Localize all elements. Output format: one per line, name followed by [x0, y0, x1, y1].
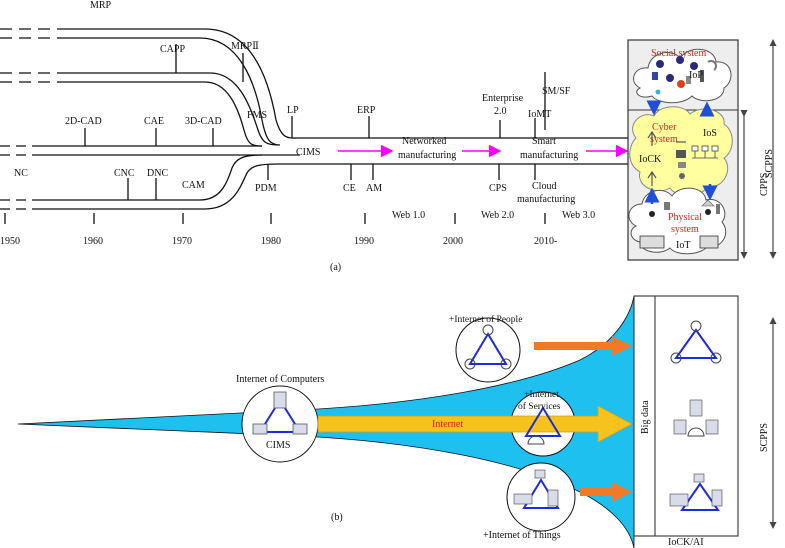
label-networked-2: manufacturing [398, 150, 456, 161]
panel-b-internet-evolution: CIMS Internet of Computers Internet +Int… [17, 295, 777, 548]
label-erp: ERP [357, 105, 376, 116]
year-2000: 2000 [443, 236, 463, 247]
cyber-system-label-2: system [650, 134, 678, 145]
label-sm-sf: SM/SF [542, 86, 571, 97]
people-network-icon [464, 324, 512, 370]
label-iomt: IoMT [528, 109, 551, 120]
caption-a: (a) [330, 262, 341, 273]
panel-a-evolution-timeline [0, 28, 628, 224]
column-people-icon [670, 320, 722, 364]
web-era-1: Web 1.0 [392, 210, 425, 221]
label-mrp2: MRPⅡ [231, 41, 259, 52]
service-network-icon [691, 145, 719, 159]
year-1950: 1950 [0, 236, 20, 247]
label-cims: CIMS [296, 147, 320, 158]
iop-label-b: +Internet of People [449, 314, 522, 325]
computer-network-icon [252, 391, 308, 435]
web-era-2: Web 2.0 [481, 210, 514, 221]
flow-arrows [644, 100, 718, 204]
scope-brackets [740, 39, 777, 259]
scpps-panel: Social system IoP Cyber system IoCK IoS [627, 39, 777, 261]
big-data-label: Big data [640, 400, 651, 434]
web-era-3: Web 3.0 [562, 210, 595, 221]
iot-label: IoT [676, 240, 690, 251]
label-pdm: PDM [255, 183, 277, 194]
year-1980: 1980 [261, 236, 281, 247]
label-cae: CAE [144, 116, 164, 127]
iock-ai-label: IoCK/AI [668, 537, 704, 548]
label-networked-1: Networked [402, 136, 446, 147]
people-icons [652, 56, 717, 95]
label-2d-cad: 2D-CAD [65, 116, 102, 127]
label-cnc: CNC [114, 168, 135, 179]
label-smart-2: manufacturing [520, 150, 578, 161]
label-cam: CAM [182, 180, 205, 191]
label-fms: FMS [247, 110, 267, 121]
caption-b: (b) [331, 512, 343, 523]
label-ce: CE [343, 183, 356, 194]
scpps-label-a: SCPPS [764, 149, 775, 178]
year-2010: 2010- [534, 236, 557, 247]
label-mrp: MRP [90, 0, 112, 11]
up-arrow-icons [647, 130, 657, 186]
physical-system-label-1: Physical [668, 212, 702, 223]
label-enterprise-1: Enterprise [482, 93, 524, 104]
label-cloud-1: Cloud [532, 181, 556, 192]
machine-icons [639, 199, 720, 249]
internet-of-computers-label: Internet of Computers [236, 374, 324, 385]
column-things-icon [669, 473, 723, 511]
column-services-icon [673, 399, 719, 437]
label-cloud-2: manufacturing [517, 194, 575, 205]
label-smart-1: Smart [532, 136, 556, 147]
year-1960: 1960 [83, 236, 103, 247]
ios-label-b-1: +Internet [524, 390, 559, 400]
cpps-label: CPPS [759, 173, 770, 196]
cyber-system-label-1: Cyber [652, 122, 677, 133]
ios-label: IoS [703, 128, 717, 139]
panel-a-labels: MRP MRPⅡ CAPP FMS 2D-CAD CAE 3D-CAD NC C… [0, 0, 595, 273]
label-capp: CAPP [160, 44, 185, 55]
label-nc: NC [14, 168, 28, 179]
label-dnc: DNC [147, 168, 168, 179]
internet-label: Internet [432, 419, 463, 430]
iop-label: IoP [689, 70, 703, 81]
services-network-icon [524, 406, 562, 445]
knowledge-icon [676, 150, 686, 179]
ios-label-b-2: of Services [518, 401, 561, 412]
cims-label-b: CIMS [266, 440, 290, 451]
things-network-icon [513, 469, 560, 509]
year-1970: 1970 [172, 236, 192, 247]
label-cps: CPS [489, 183, 507, 194]
label-am: AM [366, 183, 382, 194]
iock-label: IoCK [639, 154, 662, 165]
label-enterprise-2: 2.0 [494, 106, 507, 117]
iot-label-b: +Internet of Things [483, 530, 561, 541]
year-1990: 1990 [354, 236, 374, 247]
scpps-label-b: SCPPS [759, 423, 770, 452]
physical-system-label-2: system [671, 224, 699, 235]
social-system-label: Social system [651, 48, 706, 59]
label-3d-cad: 3D-CAD [185, 116, 222, 127]
label-lp: LP [287, 105, 299, 116]
